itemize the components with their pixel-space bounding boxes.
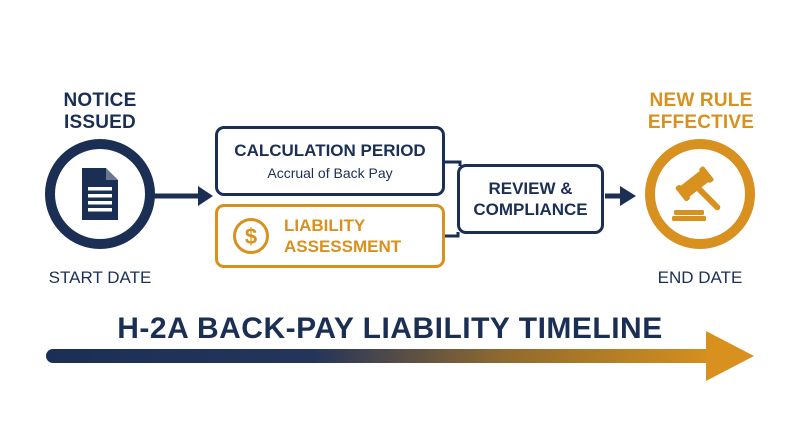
start-title-line2: ISSUED [64, 112, 136, 133]
timeline-arrow [46, 331, 754, 381]
start-node-circle [45, 139, 155, 249]
gavel-icon [672, 166, 730, 222]
review-title-line2: COMPLIANCE [473, 200, 588, 219]
end-node-title: NEW RULE EFFECTIVE [626, 90, 776, 134]
calculation-period-subtitle: Accrual of Back Pay [267, 165, 393, 181]
end-date-caption: END DATE [657, 268, 743, 287]
dollar-icon: $ [232, 217, 270, 255]
arrow-start-to-calculation [152, 186, 213, 206]
calculation-period-box: CALCULATION PERIOD Accrual of Back Pay [215, 126, 445, 196]
end-title-line1: NEW RULE [649, 90, 753, 111]
review-title-line1: REVIEW & [488, 179, 573, 198]
end-title-line2: EFFECTIVE [647, 112, 755, 133]
connector-calculation-to-review [445, 160, 462, 166]
timeline-title: H-2A BACK-PAY LIABILITY TIMELINE [117, 312, 663, 345]
liability-title-line1: LIABILITY [284, 216, 366, 235]
liability-assessment-title: LIABILITY ASSESSMENT [284, 215, 401, 257]
start-node-title: NOTICE ISSUED [40, 90, 160, 134]
start-date-caption: START DATE [48, 268, 152, 287]
document-icon [78, 166, 122, 222]
connector-liability-to-review [445, 232, 460, 238]
calculation-period-title: CALCULATION PERIOD [234, 141, 426, 160]
liability-assessment-box: $ LIABILITY ASSESSMENT [215, 204, 445, 268]
end-node-circle [645, 139, 755, 249]
review-compliance-box: REVIEW & COMPLIANCE [457, 164, 604, 234]
arrow-review-to-end [605, 186, 636, 206]
start-title-line1: NOTICE [63, 90, 137, 111]
liability-title-line2: ASSESSMENT [284, 237, 402, 256]
svg-text:$: $ [245, 224, 257, 249]
